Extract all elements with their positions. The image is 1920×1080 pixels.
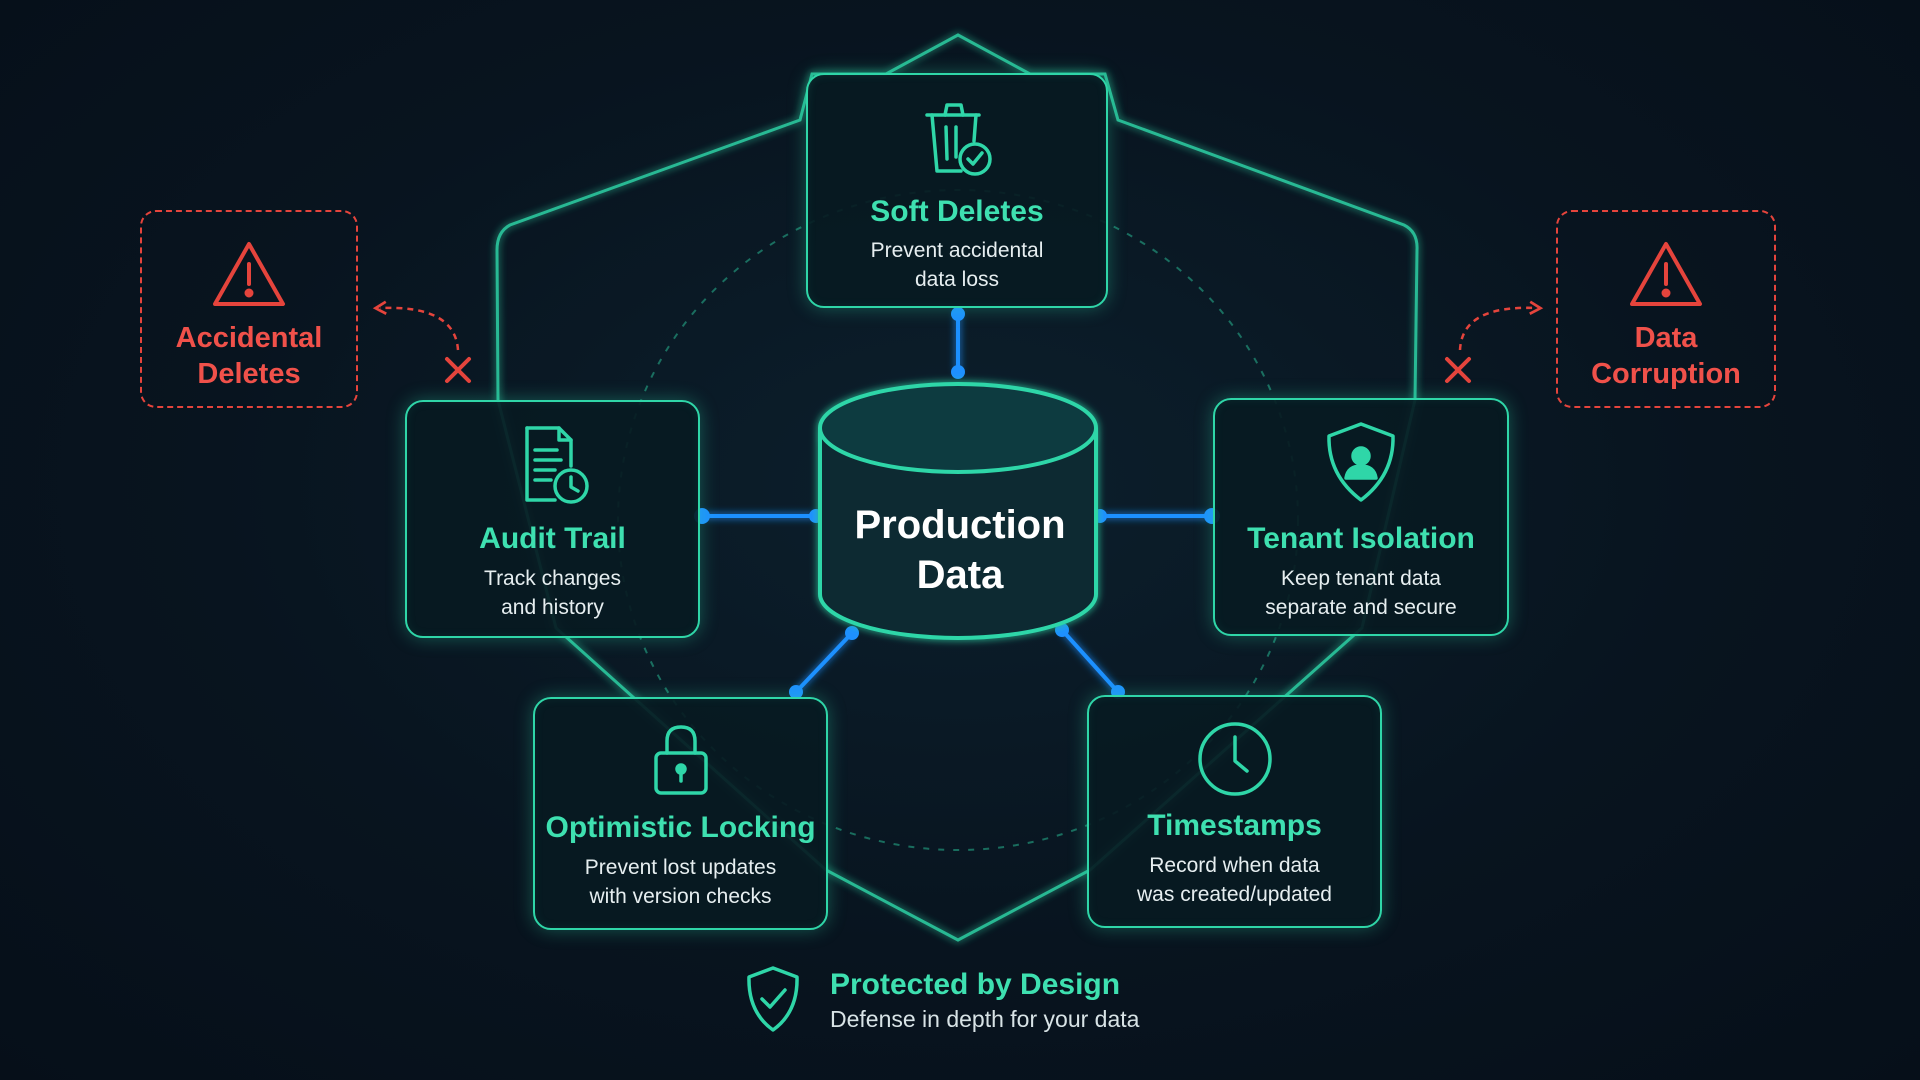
threat-label: Accidental Deletes (142, 320, 356, 392)
card-desc-line: with version checks (589, 885, 772, 908)
shield-outline (495, 33, 1419, 942)
threat-label-line: Deletes (197, 358, 301, 390)
card-desc-line: and history (501, 596, 604, 619)
card-title: Soft Deletes (870, 195, 1044, 228)
card-desc-line: Record when data (1149, 854, 1320, 877)
shield-user-icon (1321, 420, 1401, 509)
blocked-x-icon-right (1445, 357, 1471, 383)
card-desc-line: Prevent lost updates (584, 856, 777, 879)
warning-triangle-icon (211, 240, 287, 313)
card-title: Audit Trail (479, 522, 626, 555)
threat-data-corruption: Data Corruption (1556, 210, 1776, 408)
footer-subtitle: Defense in depth for your data (830, 1006, 1140, 1032)
card-description: Track changes and history (417, 564, 688, 622)
clock-icon (1195, 719, 1275, 804)
card-title: Optimistic Locking (545, 811, 816, 844)
threat-label-line: Data (1634, 322, 1698, 354)
trash-check-icon (917, 97, 997, 186)
production-database-cylinder (818, 382, 1098, 640)
blocked-x-icon-left (445, 357, 471, 383)
card-description: Prevent accidental data loss (818, 236, 1096, 294)
production-data-label: Production Data (820, 500, 1100, 600)
threat-label-line: Corruption (1591, 358, 1741, 390)
threat-arrow-left (372, 300, 460, 351)
card-timestamps: Timestamps Record when data was created/… (1087, 695, 1382, 928)
footer-title: Protected by Design (830, 968, 1121, 1001)
warning-triangle-icon (1628, 240, 1704, 313)
card-title: Timestamps (1147, 809, 1322, 842)
card-audit-trail: Audit Trail Track changes and history (405, 400, 700, 638)
card-tenant-isolation: Tenant Isolation Keep tenant data separa… (1213, 398, 1509, 636)
center-title-line1: Production (854, 503, 1066, 547)
card-desc-line: Keep tenant data (1281, 567, 1441, 590)
card-soft-deletes: Soft Deletes Prevent accidental data los… (806, 73, 1108, 308)
card-description: Record when data was created/updated (1099, 851, 1370, 909)
card-desc-line: was created/updated (1137, 883, 1332, 906)
card-desc-line: Prevent accidental (870, 239, 1044, 262)
card-desc-line: Track changes (484, 567, 621, 590)
document-clock-icon (513, 424, 593, 513)
card-desc-line: data loss (914, 268, 1000, 291)
padlock-icon (649, 719, 713, 804)
threat-label: Data Corruption (1558, 320, 1774, 392)
card-optimistic-locking: Optimistic Locking Prevent lost updates … (533, 697, 828, 930)
threat-arrow-right (1458, 300, 1544, 351)
card-desc-line: separate and secure (1265, 596, 1457, 619)
card-description: Prevent lost updates with version checks (545, 853, 816, 911)
threat-label-line: Accidental (175, 322, 323, 354)
threat-accidental-deletes: Accidental Deletes (140, 210, 358, 408)
connector-lines (702, 312, 1212, 694)
card-description: Keep tenant data separate and secure (1225, 564, 1497, 622)
card-title: Tenant Isolation (1247, 522, 1475, 555)
shield-check-icon (744, 964, 802, 1039)
center-title-line2: Data (916, 553, 1004, 597)
